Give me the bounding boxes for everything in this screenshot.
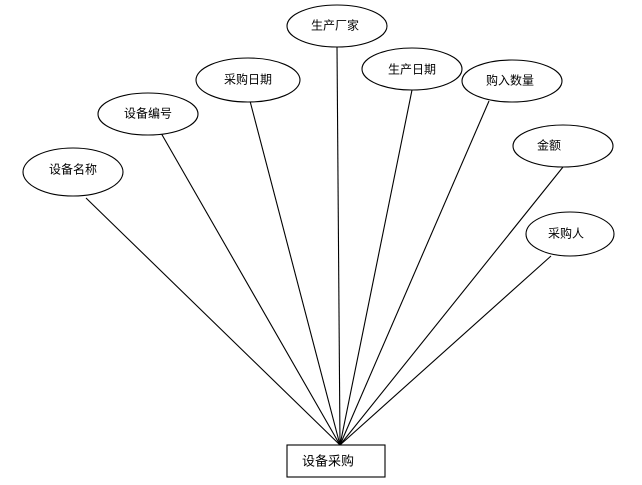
attribute-生产日期: 生产日期 (361, 47, 463, 91)
connector-line-buyer (339, 255, 552, 446)
attribute-label: 设备编号 (124, 106, 172, 121)
attribute-label: 采购人 (548, 226, 584, 241)
connector-line-amount (339, 166, 564, 446)
connector-line-code (160, 132, 341, 446)
attribute-设备名称: 设备名称 (22, 147, 124, 197)
attribute-生产厂家: 生产厂家 (286, 4, 388, 48)
attribute-label: 生产厂家 (311, 18, 359, 33)
attribute-金额: 金额 (512, 124, 614, 168)
connector-line-maker (336, 45, 341, 446)
entity-设备采购: 设备采购 (286, 444, 386, 478)
connector-line-buy-date (249, 100, 341, 446)
attribute-label: 金额 (537, 138, 561, 153)
entity-label: 设备采购 (302, 454, 354, 470)
connector-lines (85, 45, 564, 446)
connector-line-quantity (339, 100, 490, 446)
connector-line-make-date (339, 89, 413, 446)
connector-line-name (85, 197, 341, 446)
attribute-购入数量: 购入数量 (461, 59, 563, 103)
attribute-采购日期: 采购日期 (195, 57, 301, 103)
attribute-采购人: 采购人 (525, 211, 615, 257)
attribute-label: 设备名称 (49, 162, 97, 177)
attribute-label: 购入数量 (486, 73, 534, 88)
attribute-label: 采购日期 (224, 72, 272, 87)
attribute-设备编号: 设备编号 (97, 92, 199, 136)
attribute-label: 生产日期 (388, 63, 436, 77)
